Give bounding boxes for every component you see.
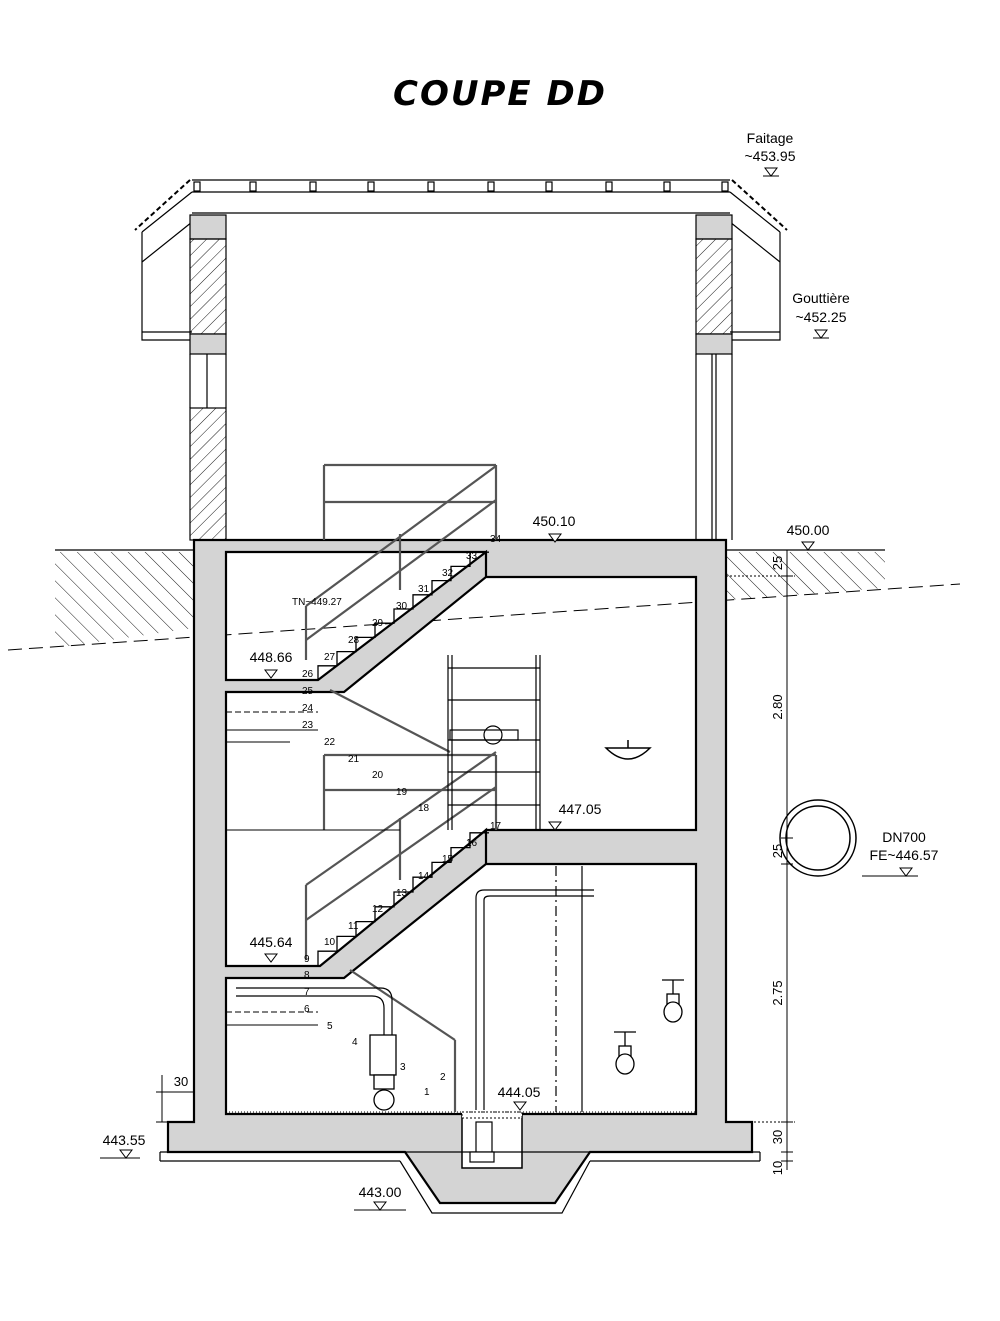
dim-10: 10 <box>770 1161 785 1175</box>
step-number-2: 2 <box>440 1072 446 1083</box>
stair-flight <box>317 551 489 680</box>
level-foundation: 443.55 <box>103 1132 146 1148</box>
gate-valve-icon-2 <box>614 1031 636 1075</box>
step-number-14: 14 <box>418 871 430 882</box>
ground <box>7 549 961 651</box>
level-landing-upper: 448.66 <box>250 649 293 665</box>
step-number-32: 32 <box>442 568 454 579</box>
step-number-33: 33 <box>466 551 478 562</box>
gate-valve-icon <box>662 979 684 1023</box>
step-number-22: 22 <box>324 737 336 748</box>
step-number-30: 30 <box>396 601 408 612</box>
step-number-15: 15 <box>442 854 454 865</box>
step-number-10: 10 <box>324 937 336 948</box>
step-number-1: 1 <box>424 1087 430 1098</box>
landing-ledges <box>226 711 400 1026</box>
valve-ladder-frame <box>447 655 541 830</box>
step-number-16: 16 <box>466 838 478 849</box>
dimension-line-right <box>726 549 795 1170</box>
step-number-18: 18 <box>418 803 430 814</box>
level-landing-lower: 445.64 <box>250 934 293 950</box>
stair-steps <box>317 551 489 966</box>
dim-30-right: 30 <box>770 1130 785 1144</box>
step-number-4: 4 <box>352 1037 358 1048</box>
step-number-29: 29 <box>372 618 384 629</box>
step-number-9: 9 <box>304 954 310 965</box>
step-number-6: 6 <box>304 1004 310 1015</box>
handrails <box>304 463 498 1112</box>
dim-2-75: 2.75 <box>770 980 785 1005</box>
dim-30-left: 30 <box>174 1074 188 1089</box>
walls-upper <box>189 214 733 541</box>
gouttiere-value: ~452.25 <box>796 309 847 325</box>
step-number-19: 19 <box>396 787 408 798</box>
roof <box>134 179 788 341</box>
step-number-7: 7 <box>304 987 310 998</box>
step-number-26: 26 <box>302 669 314 680</box>
pipe-label: DN700 <box>882 829 926 845</box>
level-top-slab: 450.10 <box>533 513 576 529</box>
dimension-line-left <box>156 1075 194 1123</box>
level-markers <box>100 167 918 1211</box>
level-floor-bottom: 444.05 <box>498 1084 541 1100</box>
pump-pipework <box>236 866 594 1112</box>
pipe-fe-level: FE~446.57 <box>870 847 939 863</box>
step-number-11: 11 <box>348 921 359 932</box>
gouttiere-label: Gouttière <box>792 290 850 306</box>
step-number-20: 20 <box>372 770 384 781</box>
stair-flight <box>317 832 489 966</box>
step-number-3: 3 <box>400 1062 406 1073</box>
step-number-25: 25 <box>302 686 314 697</box>
dim-25-top: 25 <box>770 556 785 570</box>
faitage-label: Faitage <box>747 130 794 146</box>
level-floor-middle: 447.05 <box>559 801 602 817</box>
dim-2-80: 2.80 <box>770 694 785 719</box>
step-number-21: 21 <box>348 754 360 765</box>
step-numbers: 1234567891011121314151617181920212223242… <box>302 534 502 1098</box>
wash-basin-icon <box>604 740 652 760</box>
sump-pump-icon <box>469 1121 495 1163</box>
level-tn: TN~449.27 <box>292 597 342 608</box>
step-number-5: 5 <box>327 1021 333 1032</box>
step-number-13: 13 <box>396 888 408 899</box>
step-number-34: 34 <box>490 534 502 545</box>
step-number-28: 28 <box>348 635 360 646</box>
step-number-17: 17 <box>490 821 502 832</box>
step-number-23: 23 <box>302 720 314 731</box>
step-number-27: 27 <box>324 652 336 663</box>
step-number-24: 24 <box>302 703 314 714</box>
concrete-structure <box>166 538 754 1205</box>
step-number-31: 31 <box>418 584 430 595</box>
step-number-12: 12 <box>372 904 384 915</box>
dim-25-mid: 25 <box>770 844 785 858</box>
sump-grate <box>461 1111 523 1119</box>
faitage-value: ~453.95 <box>745 148 796 164</box>
level-sump-bottom: 443.00 <box>359 1184 402 1200</box>
drawing-title: COUPE DD <box>393 74 607 114</box>
level-terrain: 450.00 <box>787 522 830 538</box>
step-number-8: 8 <box>304 970 310 981</box>
pump-icon <box>369 1034 397 1111</box>
